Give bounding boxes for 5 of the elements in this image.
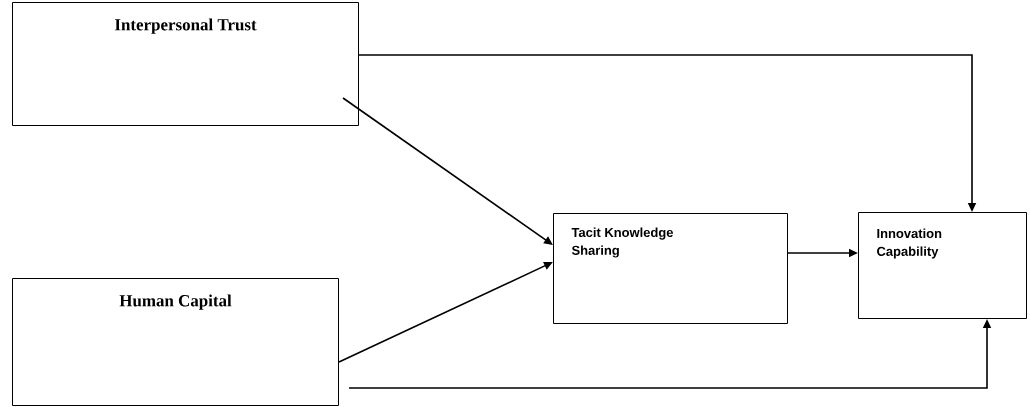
arrow bbox=[342, 97, 553, 245]
concept-box: Tacit Knowledge Sharing bbox=[553, 213, 788, 324]
concept-box: Innovation Capability bbox=[858, 212, 1027, 319]
concept-box: Human Capital bbox=[12, 278, 339, 406]
concept-box: Interpersonal Trust bbox=[12, 2, 359, 126]
